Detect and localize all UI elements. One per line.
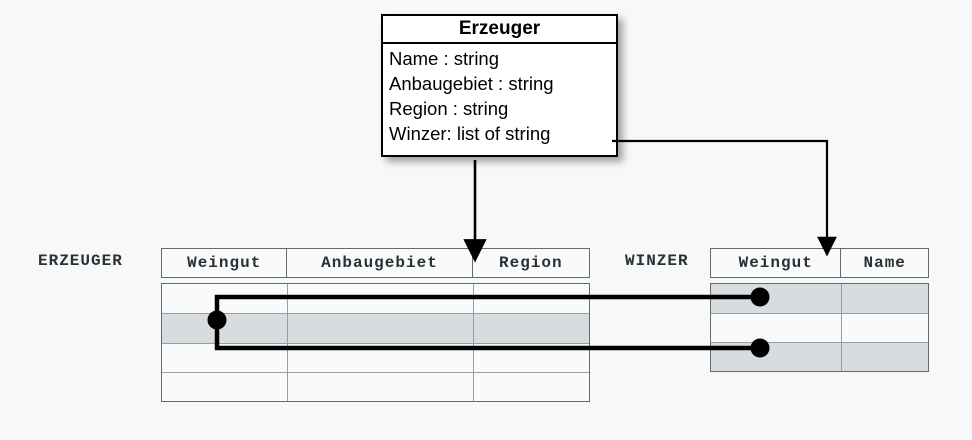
table-cell bbox=[288, 373, 474, 401]
table-cell bbox=[474, 373, 589, 401]
uml-attribute-region: Region : string bbox=[389, 98, 509, 119]
uml-class-name: Erzeuger bbox=[383, 16, 616, 44]
erzeuger-header-row: Weingut Anbaugebiet Region bbox=[161, 248, 590, 278]
table-cell bbox=[711, 314, 842, 342]
uml-attribute-winzer: Winzer: list of string bbox=[389, 123, 551, 144]
table-cell bbox=[474, 314, 589, 343]
table-cell bbox=[162, 284, 288, 313]
winzer-column-name: Name bbox=[863, 254, 906, 272]
winzer-column-weingut: Weingut bbox=[711, 249, 842, 277]
table-row[interactable] bbox=[711, 343, 928, 371]
table-row[interactable] bbox=[162, 373, 589, 401]
table-cell bbox=[162, 314, 288, 343]
erzeuger-column-weingut: Weingut bbox=[162, 249, 288, 277]
uml-class-box: Erzeuger Name : string Anbaugebiet : str… bbox=[381, 14, 618, 157]
table-cell bbox=[474, 344, 589, 372]
table-label-winzer: WINZER bbox=[625, 252, 689, 270]
table-label-erzeuger: ERZEUGER bbox=[38, 252, 123, 270]
winzer-table-body bbox=[710, 283, 929, 372]
table-cell bbox=[162, 344, 288, 372]
table-cell bbox=[288, 344, 474, 372]
table-row[interactable] bbox=[162, 314, 589, 344]
table-cell bbox=[288, 314, 474, 343]
table-cell bbox=[162, 373, 288, 401]
table-cell bbox=[842, 314, 928, 342]
table-cell bbox=[288, 284, 474, 313]
table-row[interactable] bbox=[711, 314, 928, 343]
erzeuger-column-region: Region bbox=[498, 254, 563, 272]
erzeuger-table-body bbox=[161, 283, 590, 402]
table-cell bbox=[711, 343, 842, 371]
table-row[interactable] bbox=[162, 344, 589, 373]
uml-class-attribute-list: Name : string Anbaugebiet : string Regio… bbox=[383, 44, 616, 146]
uml-attribute-anbaugebiet: Anbaugebiet : string bbox=[389, 73, 554, 94]
table-cell bbox=[842, 284, 928, 313]
erzeuger-column-anbaugebiet: Anbaugebiet bbox=[287, 249, 473, 277]
table-cell bbox=[474, 284, 589, 313]
uml-attribute-name: Name : string bbox=[389, 48, 500, 69]
table-cell bbox=[711, 284, 842, 313]
mapping-arrow-to-winzer bbox=[612, 139, 837, 257]
table-row[interactable] bbox=[711, 284, 928, 314]
table-row[interactable] bbox=[162, 284, 589, 314]
table-cell bbox=[842, 343, 928, 371]
winzer-header-row: Weingut Name bbox=[710, 248, 929, 278]
